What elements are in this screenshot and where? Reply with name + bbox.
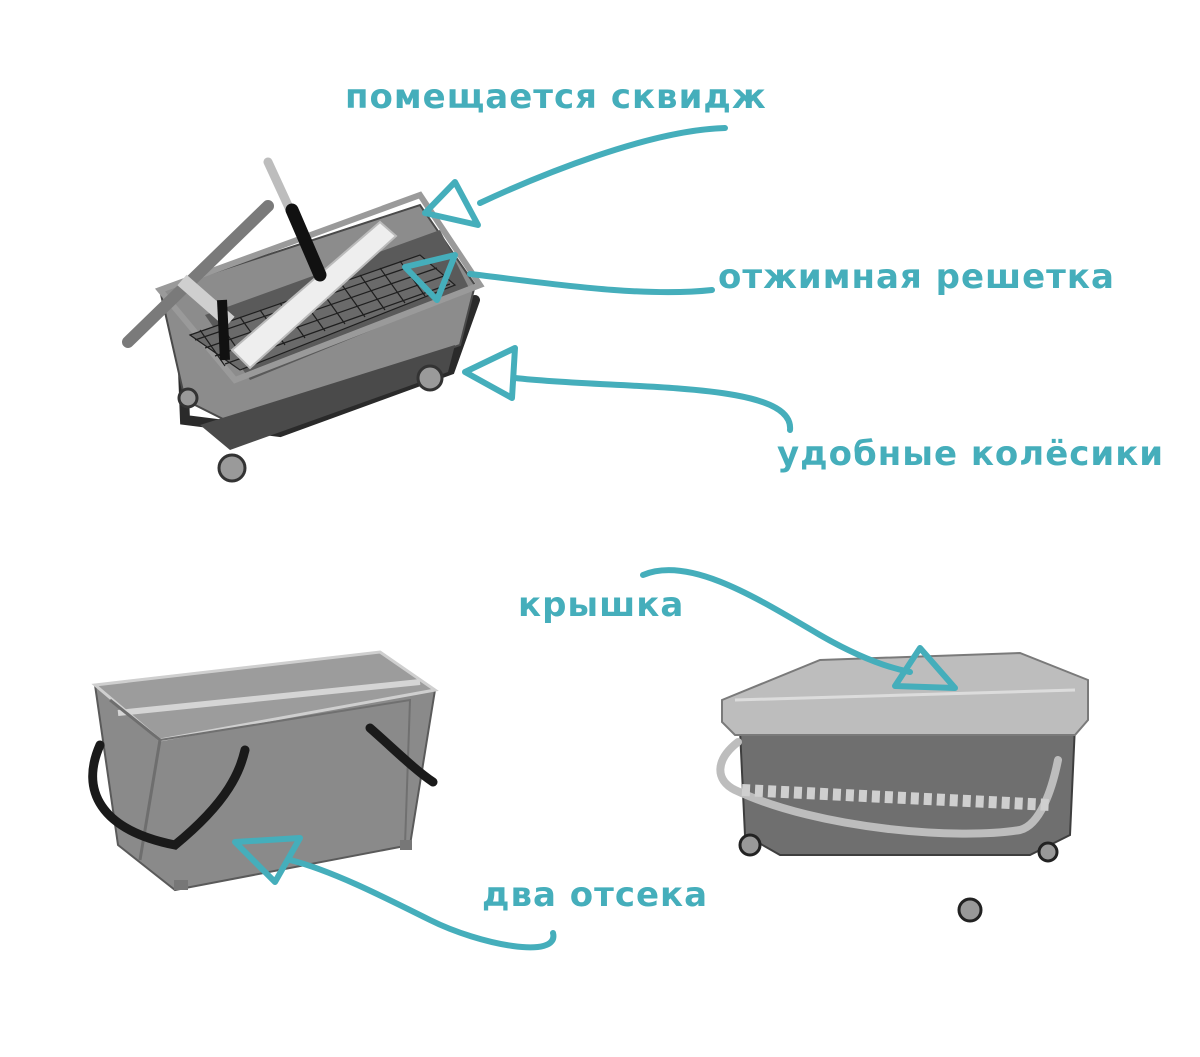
- two-compartment-bucket-image: [88, 650, 439, 892]
- label-wheels: удобные колёсики: [777, 434, 1165, 474]
- label-compartments: два отсека: [482, 875, 709, 915]
- arrow-to-compartments: [232, 835, 557, 951]
- bucket-with-lid-image: [716, 651, 1089, 923]
- arrow-to-wheels: [462, 345, 794, 433]
- label-wringer: отжимная решетка: [718, 257, 1115, 297]
- arrow-to-wringer: [402, 252, 715, 303]
- label-lid: крышка: [518, 585, 685, 625]
- label-squeegee: помещается сквидж: [345, 77, 767, 117]
- arrow-to-lid: [640, 567, 958, 691]
- bucket-with-wringer-image: [122, 157, 485, 483]
- arrow-to-squeegee: [422, 125, 728, 228]
